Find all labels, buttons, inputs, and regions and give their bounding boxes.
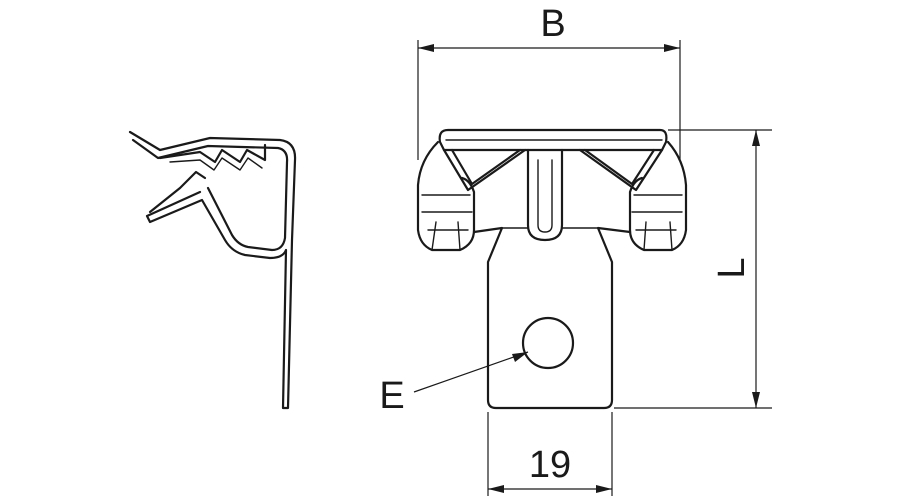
dimension-B-arrow-right xyxy=(664,44,680,52)
dimension-E-leader xyxy=(413,351,529,393)
dimension-19: 19 xyxy=(487,412,613,496)
dimension-L-arrow-bottom xyxy=(752,392,760,408)
front-view-left-clamp xyxy=(416,140,476,252)
dimension-B-arrow-left xyxy=(418,44,434,52)
front-view-center-slot xyxy=(526,148,564,242)
dimension-L-arrow-top xyxy=(752,130,760,146)
side-view-outer-profile xyxy=(128,130,297,410)
dimension-L: L xyxy=(614,129,772,409)
dimension-E-label: E xyxy=(379,375,404,417)
front-view-hole xyxy=(521,316,575,370)
side-view-teeth-inner xyxy=(169,157,263,171)
front-view-right-clamp-detail xyxy=(631,194,683,251)
front-view xyxy=(416,128,688,410)
dimension-L-label: L xyxy=(711,257,753,278)
side-view xyxy=(128,130,297,410)
side-view-teeth xyxy=(158,143,267,164)
dimension-19-arrow-right xyxy=(596,485,612,493)
front-view-left-arm xyxy=(442,148,527,192)
front-view-right-clamp xyxy=(628,140,688,252)
dimension-19-label: 19 xyxy=(529,444,571,486)
dimension-19-arrow-left xyxy=(488,485,504,493)
dimension-B: B xyxy=(417,3,681,160)
side-view-lower-jaw xyxy=(148,170,207,214)
dimension-E: E xyxy=(379,351,529,417)
front-view-tab-body xyxy=(472,226,632,410)
front-view-center-slot-inner xyxy=(537,159,553,233)
dimension-B-label: B xyxy=(540,3,565,45)
front-view-left-clamp-detail xyxy=(421,194,473,251)
side-view-inner-profile xyxy=(131,138,289,252)
dimension-E-arrow xyxy=(512,352,528,362)
front-view-right-arm xyxy=(578,148,664,192)
